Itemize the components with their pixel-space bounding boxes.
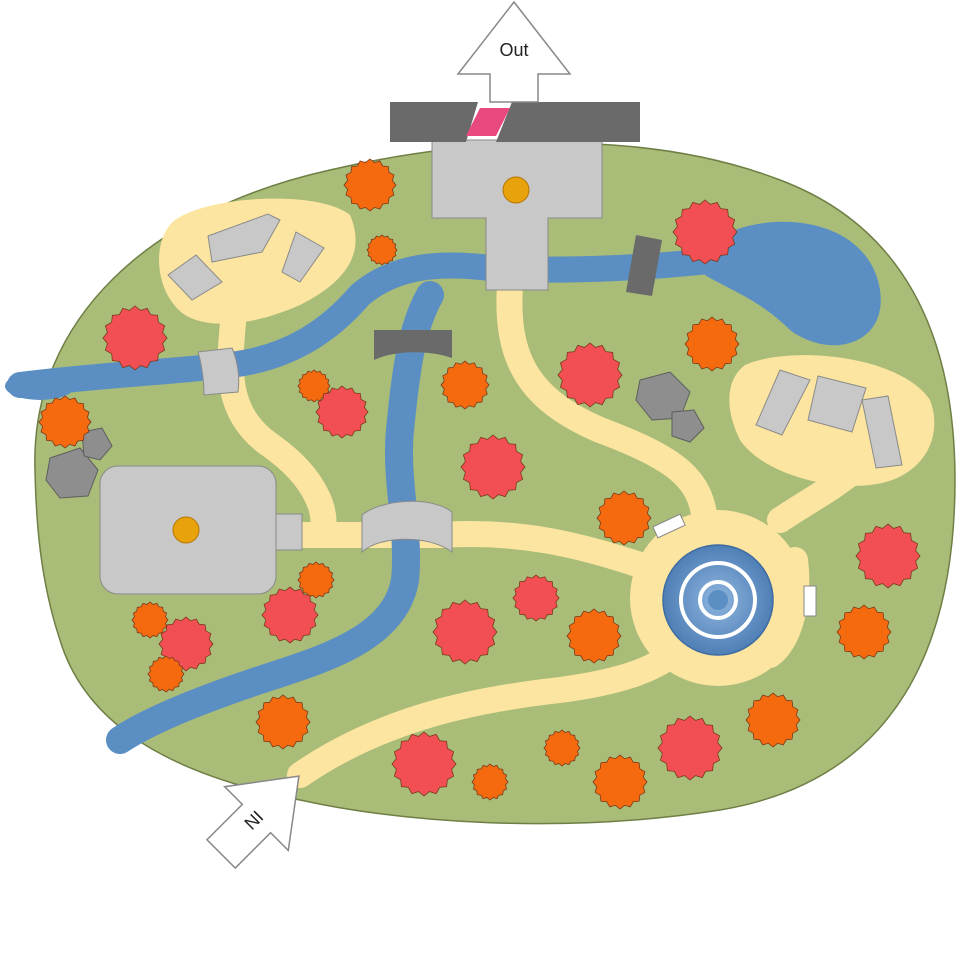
bridge-center bbox=[361, 500, 453, 554]
tree-red bbox=[672, 199, 738, 265]
tree-red bbox=[512, 574, 560, 622]
gate-wall-left bbox=[390, 102, 478, 142]
tree-orange bbox=[471, 763, 509, 801]
tree-orange bbox=[566, 608, 622, 664]
tree-orange bbox=[131, 601, 169, 639]
pond bbox=[699, 221, 881, 346]
trees bbox=[38, 158, 921, 810]
bridge-west bbox=[197, 347, 240, 396]
tree-orange bbox=[255, 694, 311, 750]
tree-red bbox=[432, 599, 498, 665]
tree-red bbox=[460, 434, 526, 500]
tree-orange bbox=[596, 490, 652, 546]
tree-red bbox=[102, 305, 168, 371]
tree-orange bbox=[147, 655, 185, 693]
north-building bbox=[431, 139, 603, 291]
west-building-dot bbox=[172, 516, 200, 544]
tree-orange bbox=[836, 604, 892, 660]
tree-orange bbox=[297, 561, 335, 599]
west-building-annex bbox=[275, 513, 303, 551]
gate-wall-right bbox=[496, 102, 640, 142]
tree-orange bbox=[440, 360, 490, 410]
fountain bbox=[662, 544, 774, 656]
tree-red bbox=[261, 586, 319, 644]
bench-east bbox=[803, 585, 817, 617]
tree-orange bbox=[745, 692, 801, 748]
tree-orange bbox=[38, 395, 92, 449]
river bbox=[7, 249, 713, 754]
exit-label: Out bbox=[499, 40, 528, 60]
exit-arrow: Out bbox=[456, 0, 572, 103]
entrance-arrow: IN bbox=[205, 775, 300, 870]
nw-plaza bbox=[158, 198, 356, 324]
tree-red bbox=[391, 731, 457, 797]
dark-stone-ne bbox=[626, 235, 662, 296]
tree-orange bbox=[592, 754, 648, 810]
tree-red bbox=[557, 342, 623, 408]
rocks bbox=[45, 371, 705, 499]
tree-red bbox=[315, 385, 369, 439]
bridge-north bbox=[374, 330, 452, 360]
ne-benches bbox=[755, 369, 903, 469]
tree-orange bbox=[343, 158, 397, 212]
nw-benches bbox=[167, 213, 325, 301]
tree-orange bbox=[543, 729, 581, 767]
river-end-west bbox=[5, 372, 75, 400]
north-building-dot bbox=[502, 176, 530, 204]
gate-marker bbox=[466, 108, 510, 136]
tree-red bbox=[855, 523, 921, 589]
tree-orange bbox=[684, 316, 740, 372]
tree-orange bbox=[366, 234, 398, 266]
bench-near-fountain bbox=[652, 513, 686, 539]
tree-red bbox=[657, 715, 723, 781]
tree-orange bbox=[297, 369, 331, 403]
